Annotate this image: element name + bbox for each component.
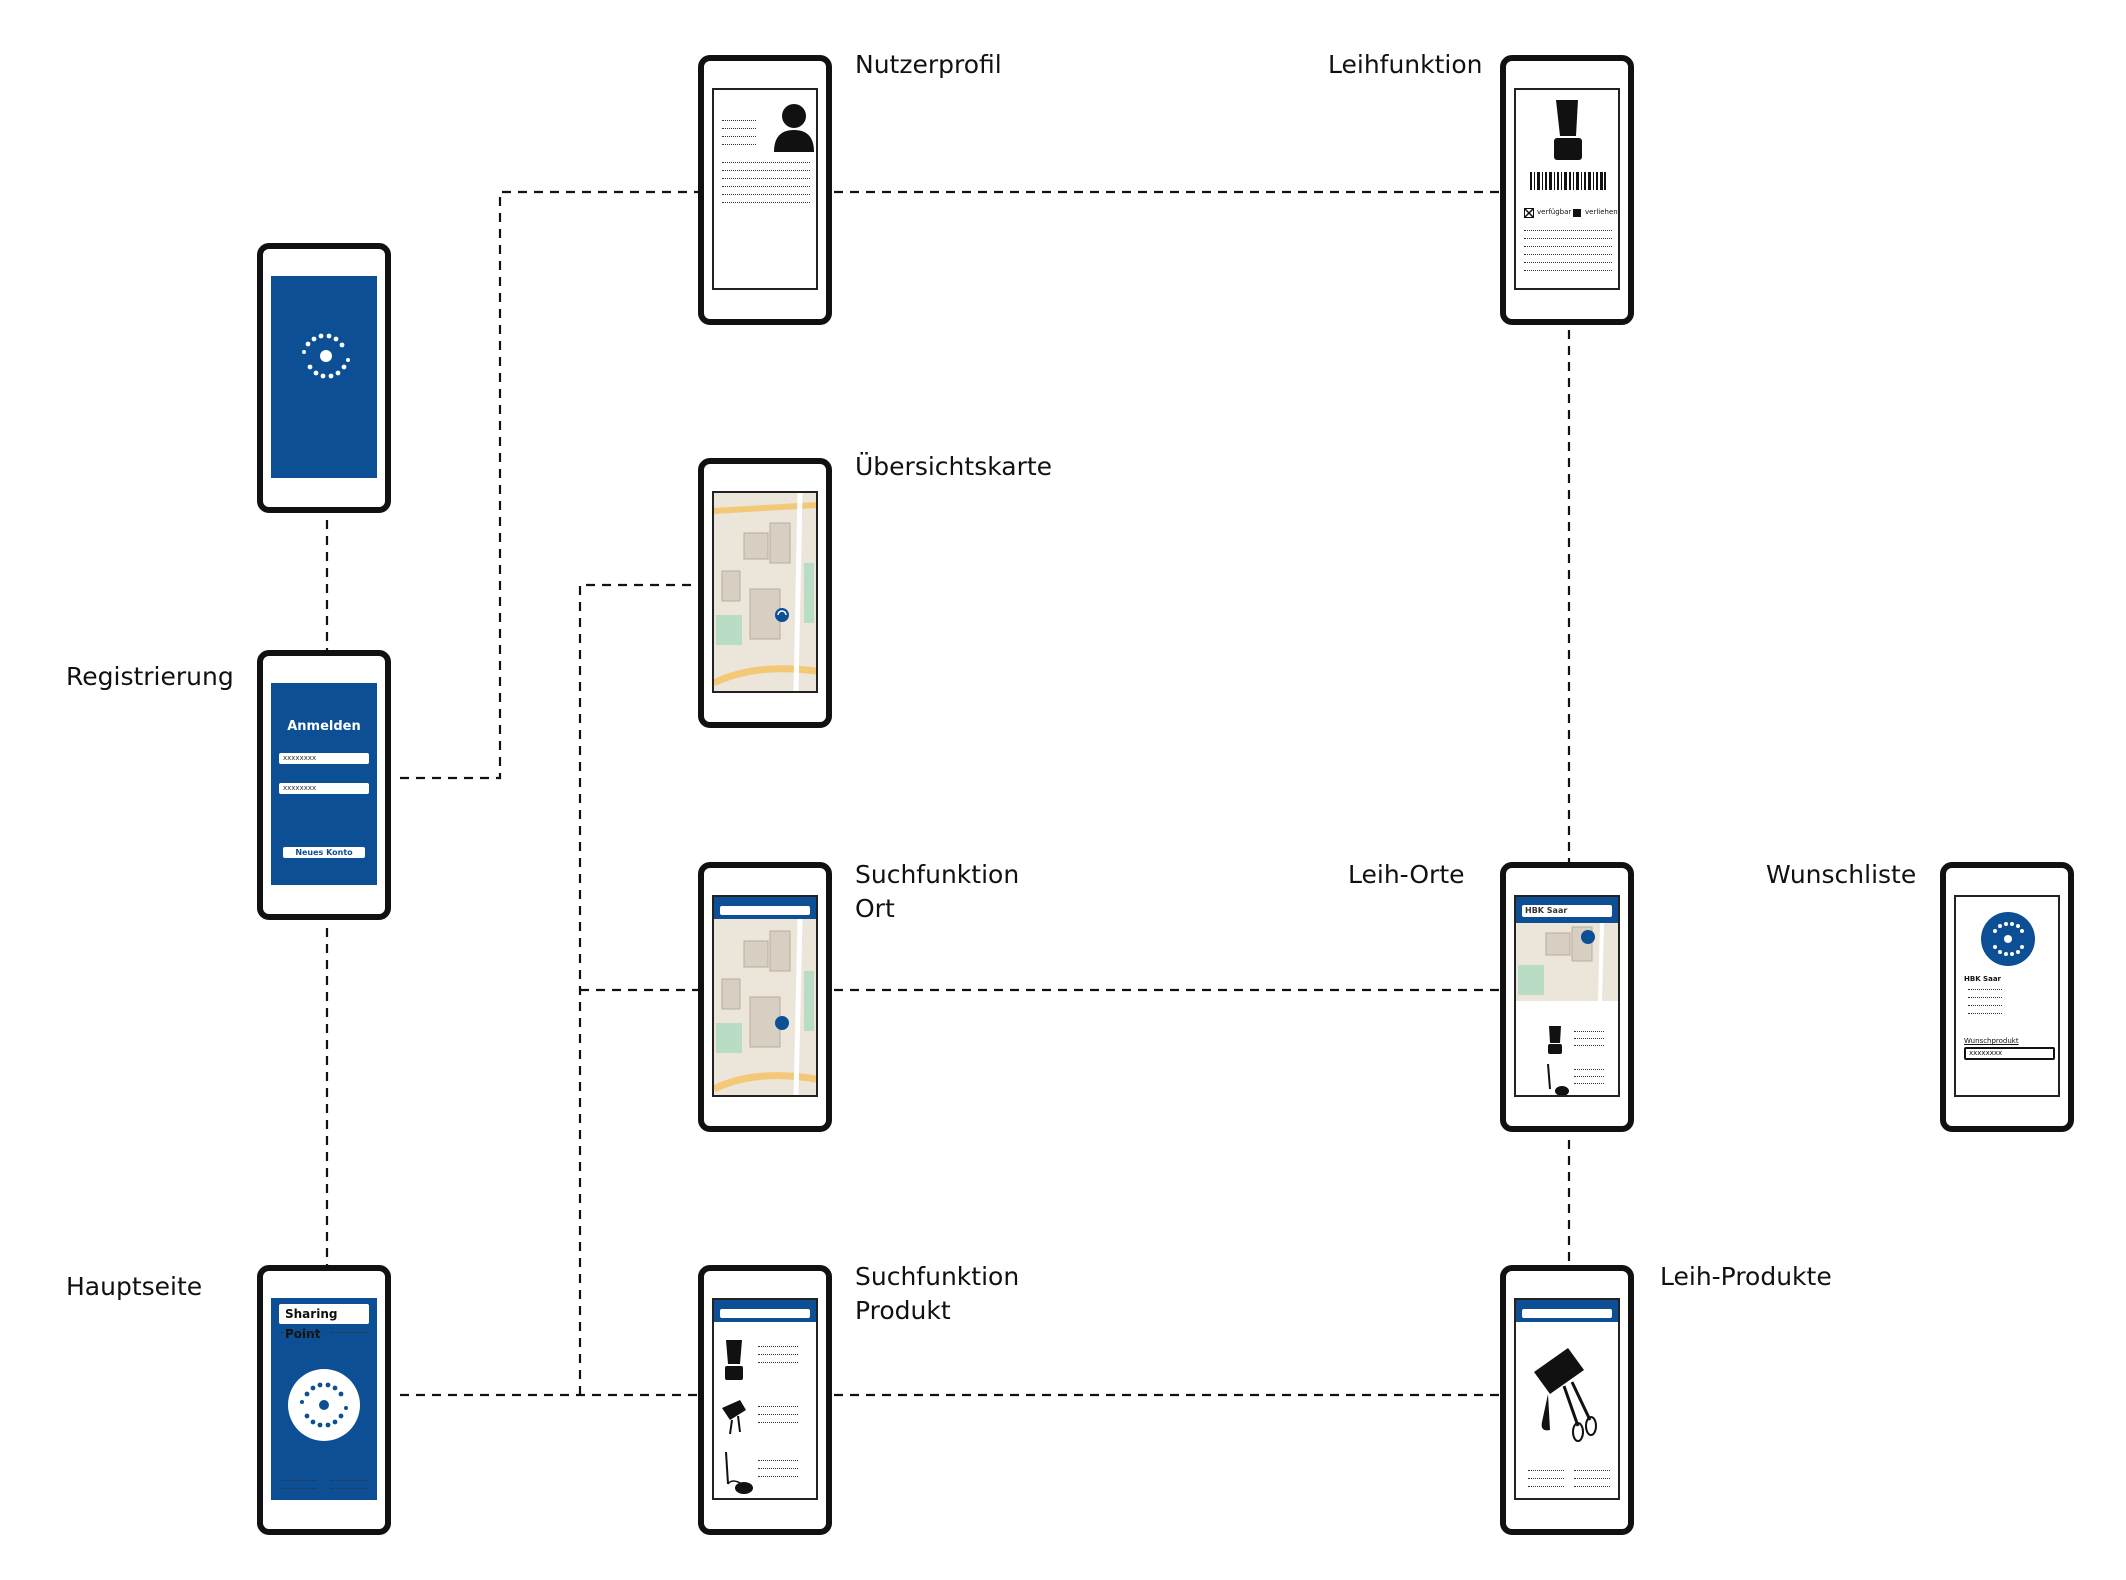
checkbox-checked-icon[interactable] <box>1524 208 1534 218</box>
phone-hauptseite: Sharing Point <box>257 1265 391 1535</box>
vacuum-cleaner-icon[interactable] <box>720 1450 754 1496</box>
search-place-screen <box>712 895 818 1097</box>
label-leihfunktion: Leihfunktion <box>1328 50 1483 79</box>
vacuum-cleaner-icon[interactable] <box>1544 1063 1570 1097</box>
blender-icon <box>1554 100 1582 160</box>
search-input[interactable] <box>720 1309 810 1318</box>
new-account-button[interactable]: Neues Konto <box>283 847 365 858</box>
phone-suchfunktion-ort <box>698 862 832 1132</box>
phone-leih-produkte <box>1500 1265 1634 1535</box>
sharing-logo-icon <box>302 333 350 379</box>
phone-registrierung: Anmelden xxxxxxxx xxxxxxxx Neues Konto <box>257 650 391 920</box>
text-line <box>331 1332 367 1333</box>
search-bar <box>714 897 816 919</box>
phone-suchfunktion-produkt <box>698 1265 832 1535</box>
checkbox-icon[interactable] <box>1572 208 1582 218</box>
label-leih-orte: Leih-Orte <box>1348 860 1465 889</box>
label-uebersichtskarte: Übersichtskarte <box>855 452 1053 481</box>
username-field[interactable]: xxxxxxxx <box>279 753 369 764</box>
phone-splash <box>257 243 391 513</box>
label-leih-produkte: Leih-Produkte <box>1660 1262 1832 1291</box>
status-lent-label: verliehen <box>1585 208 1618 216</box>
text-line <box>281 1488 317 1489</box>
splash-screen <box>271 276 377 478</box>
leih-orte-screen: HBK Saar <box>1514 895 1620 1097</box>
nutzerprofil-screen <box>712 88 818 290</box>
search-input[interactable] <box>1522 1309 1612 1318</box>
hand-mixer-icon[interactable] <box>1528 1344 1608 1444</box>
registrierung-screen: Anmelden xxxxxxxx xxxxxxxx Neues Konto <box>271 683 377 885</box>
wishlist-place: HBK Saar <box>1964 975 2001 983</box>
blender-icon[interactable] <box>722 1338 746 1382</box>
label-wunschliste: Wunschliste <box>1766 860 1917 889</box>
label-suchfunktion-ort: Suchfunktion Ort <box>855 860 1020 923</box>
wunschliste-screen: HBK Saar Wunschprodukt xxxxxxxx <box>1954 895 2060 1097</box>
label-nutzerprofil: Nutzerprofil <box>855 50 1002 79</box>
leih-produkte-screen <box>1514 1298 1620 1500</box>
hand-mixer-icon[interactable] <box>720 1398 750 1438</box>
connector-branch-vertical <box>578 583 698 1395</box>
password-field[interactable]: xxxxxxxx <box>279 783 369 794</box>
map-view[interactable] <box>1516 923 1618 1001</box>
phone-nutzerprofil <box>698 55 832 325</box>
phone-uebersichtskarte <box>698 458 832 728</box>
phone-leih-orte: HBK Saar <box>1500 862 1634 1132</box>
sharing-point-header: Sharing Point <box>279 1304 369 1341</box>
status-available-label: verfügbar <box>1537 208 1572 216</box>
search-input[interactable] <box>720 906 810 915</box>
label-hauptseite: Hauptseite <box>66 1272 203 1301</box>
label-suchfunktion-produkt: Suchfunktion Produkt <box>855 1262 1020 1325</box>
place-title: HBK Saar <box>1522 905 1612 917</box>
login-title: Anmelden <box>287 719 361 734</box>
place-header: HBK Saar <box>1516 897 1618 923</box>
connector-registrierung-nutzerprofil <box>400 190 698 780</box>
user-avatar-icon <box>774 104 814 152</box>
wish-product-label: Wunschprodukt <box>1964 1037 2019 1045</box>
text-line <box>281 1480 317 1481</box>
phone-leihfunktion: verfügbar verliehen <box>1500 55 1634 325</box>
wish-product-input[interactable]: xxxxxxxx <box>1964 1047 2055 1060</box>
label-registrierung: Registrierung <box>66 662 234 691</box>
text-line <box>281 1332 317 1333</box>
text-line <box>331 1480 367 1481</box>
search-bar <box>1516 1300 1618 1322</box>
barcode-icon <box>1530 172 1606 190</box>
search-bar <box>714 1300 816 1322</box>
sharing-logo-icon <box>288 1369 360 1441</box>
blender-icon[interactable] <box>1546 1025 1564 1055</box>
sharing-logo-icon <box>1981 912 2035 966</box>
map-view[interactable] <box>714 919 816 1097</box>
text-line <box>331 1488 367 1489</box>
hauptseite-screen: Sharing Point <box>271 1298 377 1500</box>
leihfunktion-screen: verfügbar verliehen <box>1514 88 1620 290</box>
search-product-screen <box>712 1298 818 1500</box>
phone-wunschliste: HBK Saar Wunschprodukt xxxxxxxx <box>1940 862 2074 1132</box>
map-screen <box>712 491 818 693</box>
map-view[interactable] <box>714 493 816 691</box>
